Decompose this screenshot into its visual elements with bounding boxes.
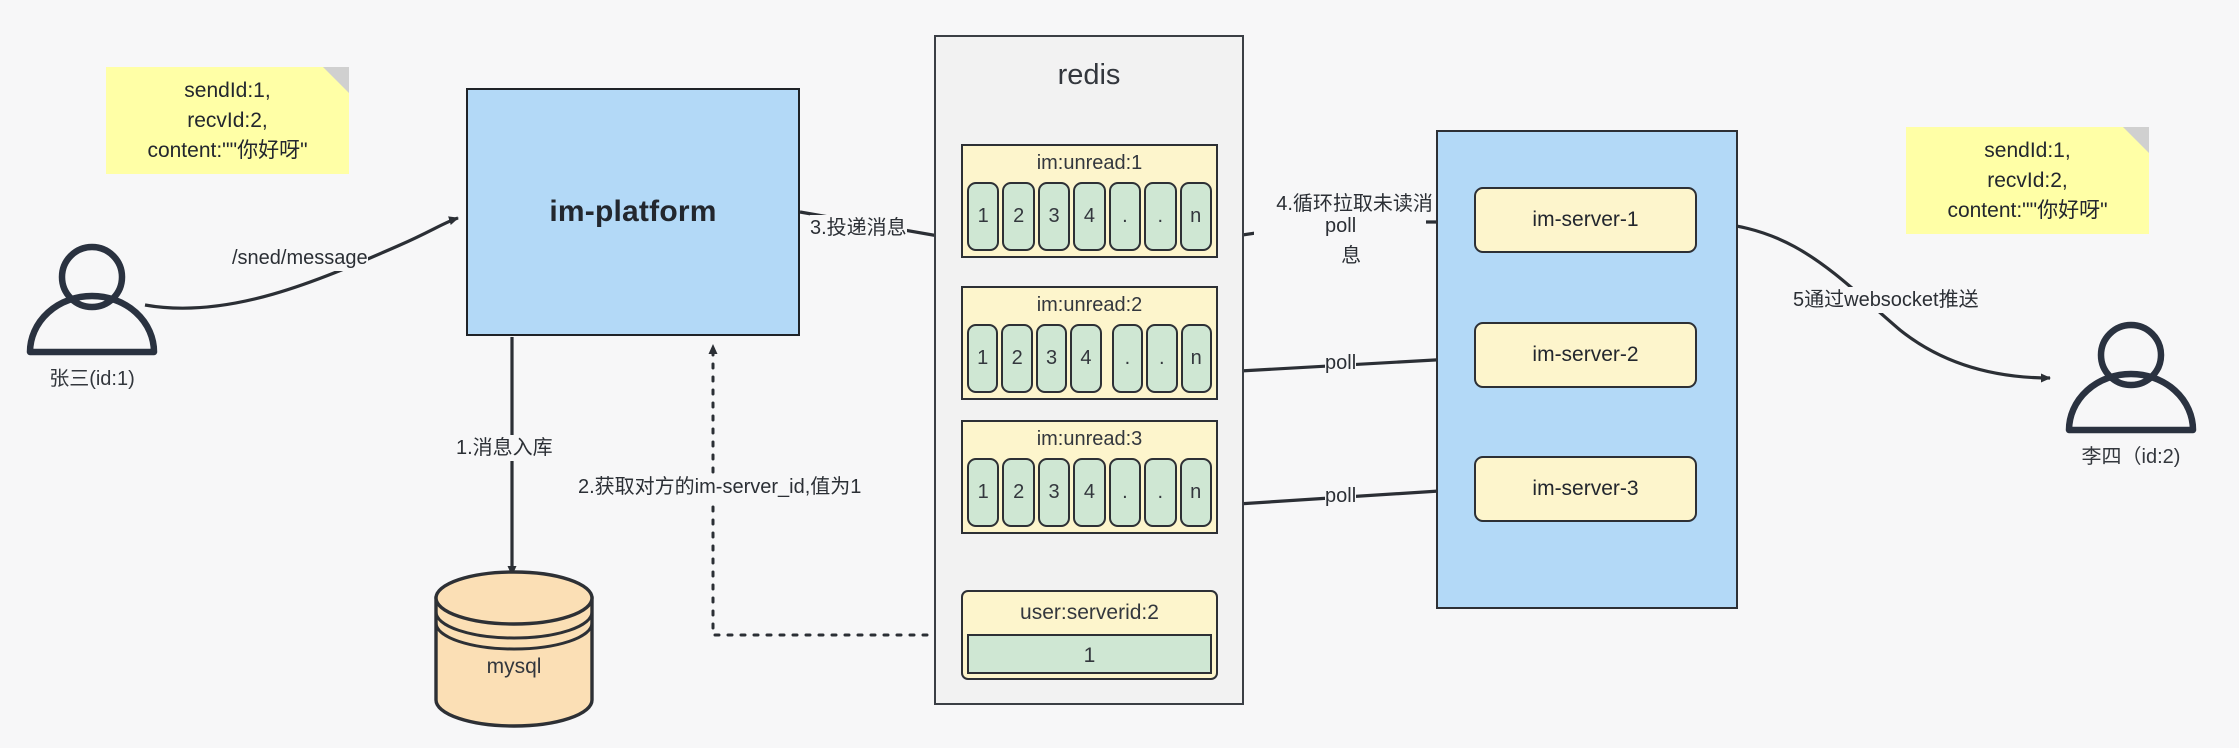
edge-label-send-message: /sned/message — [232, 245, 368, 271]
edge-label-step4-line2: 息 — [1341, 245, 1362, 267]
edge-label-poll-3: poll — [1325, 483, 1357, 509]
receiver-figure — [2065, 321, 2197, 434]
edge-label-step5: 5通过websocket推送 — [1793, 287, 1979, 313]
note-fold-icon — [2123, 127, 2149, 153]
list-2-key: im:unread:2 — [1036, 294, 1143, 316]
note-left-line2: recvId:2, — [187, 108, 268, 132]
im-server-3-box[interactable]: im-server-3 — [1474, 456, 1697, 522]
list-item[interactable]: . — [1108, 458, 1142, 527]
list-item[interactable]: 1 — [967, 182, 1000, 251]
edge-label-poll-1: poll — [1325, 213, 1357, 239]
list-item[interactable]: 4 — [1070, 324, 1102, 393]
sender-figure — [26, 243, 158, 356]
list-item[interactable]: 1 — [967, 324, 999, 393]
edge-label-step4-line1: 4.循环拉取未读消 — [1276, 193, 1433, 215]
sticky-note-right: sendId:1, recvId:2, content:""你好呀" — [1906, 127, 2149, 234]
edge-label-step3: 3.投递消息 — [810, 215, 907, 241]
list-item[interactable]: 3 — [1037, 458, 1071, 527]
list-item[interactable]: . — [1144, 458, 1177, 527]
list-item[interactable]: n — [1180, 324, 1212, 393]
edge-label-step1: 1.消息入库 — [456, 435, 553, 461]
list-item[interactable]: 1 — [967, 458, 1000, 527]
im-server-2-box[interactable]: im-server-2 — [1474, 322, 1697, 388]
list-item[interactable]: n — [1179, 458, 1212, 527]
im-platform-box[interactable]: im-platform — [466, 88, 800, 336]
note-right-line1: sendId:1, — [1984, 138, 2071, 162]
list-2-cells: 1 2 3 4 . . n — [967, 324, 1212, 393]
list-item[interactable]: 2 — [1002, 458, 1035, 527]
im-server-1-box[interactable]: im-server-1 — [1474, 187, 1697, 253]
list-1-cells: 1 2 3 4 . . n — [967, 182, 1212, 251]
note-right-line3: content:""你好呀" — [1947, 198, 2108, 222]
sticky-note-left: sendId:1, recvId:2, content:""你好呀" — [106, 67, 349, 174]
list-item[interactable]: . — [1108, 182, 1142, 251]
list-3-cells: 1 2 3 4 . . n — [967, 458, 1212, 527]
list-item[interactable]: 4 — [1073, 458, 1106, 527]
mysql-label: mysql — [486, 655, 542, 678]
redis-list-im-unread-2[interactable]: im:unread:2 1 2 3 4 . . n — [961, 286, 1218, 400]
edge-label-poll-2: poll — [1325, 350, 1357, 376]
note-right-line2: recvId:2, — [1987, 168, 2068, 192]
redis-list-im-unread-1[interactable]: im:unread:1 1 2 3 4 . . n — [961, 144, 1218, 258]
redis-kv-user-serverid[interactable]: user:serverid:2 1 — [961, 590, 1218, 680]
redis-title: redis — [1057, 59, 1121, 91]
list-item[interactable]: n — [1179, 182, 1212, 251]
mysql-cylinder — [434, 570, 594, 728]
list-item[interactable]: 4 — [1073, 182, 1106, 251]
list-item[interactable]: . — [1146, 324, 1178, 393]
note-left-line1: sendId:1, — [184, 78, 271, 102]
edge-label-step2: 2.获取对方的im-server_id,值为1 — [578, 474, 862, 500]
sender-caption: 张三(id:1) — [49, 368, 135, 390]
note-left-line3: content:""你好呀" — [147, 138, 308, 162]
list-item[interactable]: 2 — [1002, 182, 1035, 251]
list-3-key: im:unread:3 — [1036, 428, 1143, 450]
kv-key-label: user:serverid:2 — [1020, 601, 1159, 624]
note-fold-icon — [323, 67, 349, 93]
list-item[interactable]: . — [1144, 182, 1177, 251]
list-item[interactable]: 2 — [1001, 324, 1033, 393]
receiver-caption: 李四（id:2) — [2081, 446, 2181, 468]
list-item[interactable]: . — [1111, 324, 1144, 393]
list-item[interactable]: 3 — [1035, 324, 1068, 393]
redis-list-im-unread-3[interactable]: im:unread:3 1 2 3 4 . . n — [961, 420, 1218, 534]
list-1-key: im:unread:1 — [1036, 152, 1143, 174]
kv-value: 1 — [967, 634, 1212, 674]
list-item[interactable]: 3 — [1037, 182, 1071, 251]
